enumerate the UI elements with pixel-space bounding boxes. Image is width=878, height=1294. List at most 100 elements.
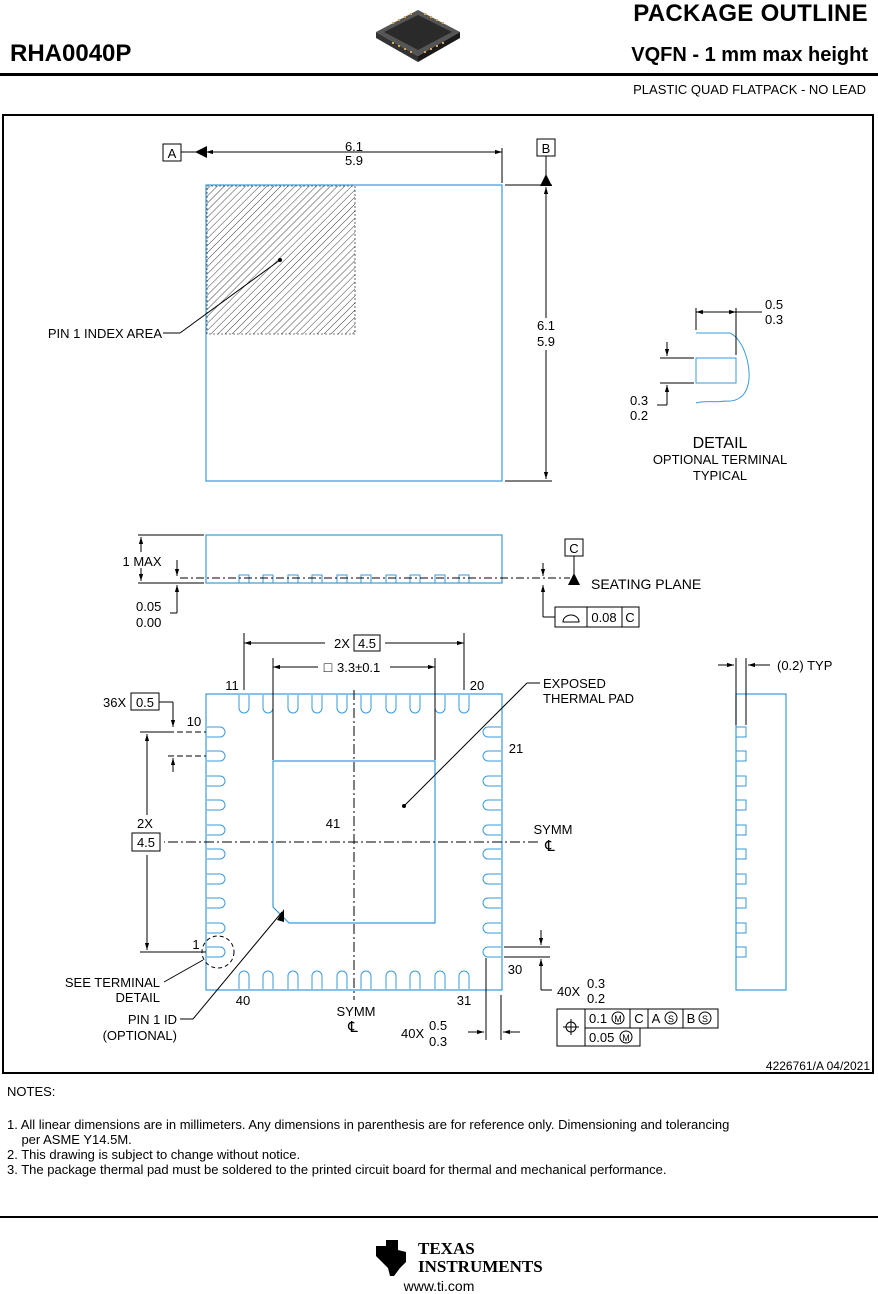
pin-31-label: 31: [457, 993, 471, 1008]
datum-c-label: C: [569, 541, 578, 556]
pin-41-label: 41: [326, 816, 340, 831]
datum-a-label: A: [168, 146, 177, 161]
detail-dim2-max: 0.3: [630, 393, 648, 408]
terminal-detail: 0.5 0.3 0.3 0.2 DETAIL OPTIONAL TERMINAL…: [630, 297, 787, 483]
bottom-view: 2X 4.5 □ 3.3±0.1 11 20 10 21 41 1 30 40 …: [65, 633, 719, 1049]
pitch-count-top: 2X: [334, 636, 350, 651]
logo-line1: TEXAS: [418, 1239, 475, 1258]
note-1-cont: per ASME Y14.5M.: [7, 1132, 132, 1147]
pin-21-label: 21: [509, 741, 523, 756]
pin-11-label: 11: [225, 678, 239, 693]
exposed-pad-line1: EXPOSED: [543, 676, 606, 691]
max-height-label: 1 MAX: [122, 554, 161, 569]
standoff-max: 0.05: [136, 599, 161, 614]
lead-len-max: 0.3: [587, 976, 605, 991]
notes-heading: NOTES:: [7, 1084, 56, 1099]
pin-20-label: 20: [470, 678, 484, 693]
fcf-datum-c: C: [634, 1011, 643, 1026]
pin-30-label: 30: [508, 962, 522, 977]
centerline-bottom-symbol: ℄: [347, 1019, 358, 1036]
texas-state-icon: [376, 1240, 406, 1276]
centerline-right-symbol: ℄: [544, 838, 555, 855]
thermal-pad: [272, 760, 436, 924]
coplanarity-datum: C: [625, 610, 634, 625]
standoff-min: 0.00: [136, 615, 161, 630]
exposed-pad-line2: THERMAL PAD: [543, 691, 634, 706]
lead-len-min: 0.2: [587, 991, 605, 1006]
pins-bottom: [238, 970, 470, 989]
detail-dim2-min: 0.2: [630, 408, 648, 423]
symm-bottom-label: SYMM: [337, 1004, 376, 1019]
rfs-icon-b: [698, 1011, 712, 1025]
see-terminal-line2: DETAIL: [115, 990, 160, 1005]
side-height-max: 6.1: [537, 318, 555, 333]
pin-40-label: 40: [236, 993, 250, 1008]
svg-text:M: M: [622, 1033, 630, 1043]
fcf-datum-a: A: [652, 1011, 661, 1026]
package-description: PLASTIC QUAD FLATPACK - NO LEAD: [633, 82, 866, 97]
detail-dim1-min: 0.3: [765, 312, 783, 327]
pin-1-label: 1: [192, 937, 199, 952]
pins-left: [207, 726, 226, 958]
seating-plane-label: SEATING PLANE: [591, 576, 701, 592]
part-number: RHA0040P: [10, 40, 132, 67]
pitch-count-left: 2X: [137, 816, 153, 831]
lead-width-max: 0.5: [429, 1018, 447, 1033]
detail-subtitle-2: TYPICAL: [693, 468, 747, 483]
pins-right: [482, 726, 501, 958]
symm-right-label: SYMM: [534, 822, 573, 837]
note-3: 3. The package thermal pad must be solde…: [7, 1162, 667, 1177]
pitch-value-top: 4.5: [358, 636, 376, 651]
svg-text:S: S: [702, 1014, 708, 1024]
ti-logo: TEXAS INSTRUMENTS: [372, 1232, 552, 1283]
drawing-number: 4226761/A 04/2021: [766, 1059, 870, 1073]
top-view: A B 6.1 5.9 6.1 5.9 PIN 1 INDEX AREA: [48, 138, 558, 482]
lead-width-min: 0.3: [429, 1034, 447, 1049]
detail-title: DETAIL: [693, 435, 748, 452]
see-terminal-line1: SEE TERMINAL: [65, 975, 160, 990]
svg-text:S: S: [668, 1014, 674, 1024]
pin-pitch-value: 0.5: [136, 695, 154, 710]
pin1-id-line2: (OPTIONAL): [103, 1028, 177, 1043]
header-rule: [0, 73, 878, 76]
fcf-tolerance-1: 0.1: [589, 1011, 607, 1026]
pin1-id-line1: PIN 1 ID: [128, 1012, 177, 1027]
fcf-datum-b: B: [687, 1011, 696, 1026]
mmc-icon-2: [619, 1030, 633, 1044]
coplanarity-value: 0.08: [591, 610, 616, 625]
pins-top: [238, 695, 470, 714]
profile-surface-icon: [562, 614, 580, 623]
lead-width-count: 40X: [401, 1026, 424, 1041]
note-2: 2. This drawing is subject to change wit…: [7, 1147, 301, 1162]
fcf-tolerance-2: 0.05: [589, 1030, 614, 1045]
pin-count-label: 36X: [103, 695, 126, 710]
lead-len-count: 40X: [557, 984, 580, 999]
side-height-min: 5.9: [537, 334, 555, 349]
side-view: 1 MAX 0.05 0.00 C SEATING PLANE 0.08 C: [118, 534, 701, 630]
datum-b-label: B: [542, 141, 551, 156]
package-subtitle: VQFN - 1 mm max height: [631, 44, 868, 66]
right-side-view: (0.2) TYP: [718, 658, 832, 991]
logo-line2: INSTRUMENTS: [418, 1257, 543, 1276]
pitch-value-left: 4.5: [137, 835, 155, 850]
page-title: PACKAGE OUTLINE: [633, 0, 868, 27]
detail-dim1-max: 0.5: [765, 297, 783, 312]
ref-typ-label: (0.2) TYP: [777, 658, 832, 673]
drawing-frame: [2, 114, 874, 1074]
top-width-max: 6.1: [345, 139, 363, 154]
pad-size-value: 3.3±0.1: [337, 660, 380, 675]
mmc-icon: [611, 1011, 625, 1025]
detail-subtitle-1: OPTIONAL TERMINAL: [653, 452, 787, 467]
pad-size-symbol: □: [324, 659, 333, 675]
rfs-icon-a: [664, 1011, 678, 1025]
pin1-index-label: PIN 1 INDEX AREA: [48, 326, 162, 341]
position-tolerance-frame: 0.1 M C A S B S 0.05 M: [556, 1008, 719, 1047]
footer-rule: [0, 1216, 878, 1218]
top-width-min: 5.9: [345, 153, 363, 168]
package-body-top: [205, 184, 503, 482]
note-1: 1. All linear dimensions are in millimet…: [7, 1117, 730, 1132]
pin-10-label: 10: [187, 714, 201, 729]
svg-text:M: M: [614, 1014, 622, 1024]
footer-url[interactable]: www.ti.com: [403, 1278, 475, 1294]
